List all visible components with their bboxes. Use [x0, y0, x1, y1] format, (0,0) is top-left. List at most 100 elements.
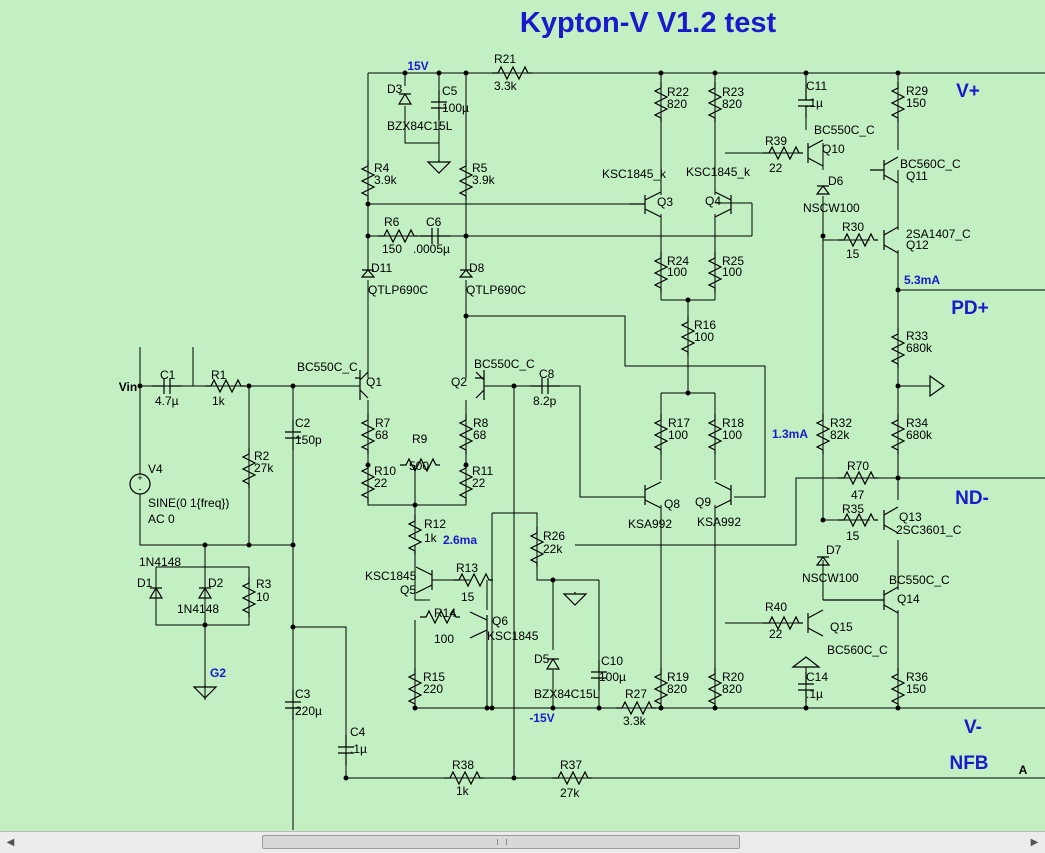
components: + - [129, 66, 946, 785]
component-label: Q11 [906, 169, 928, 183]
component-label: R12 [424, 517, 446, 531]
grip-icon [497, 839, 507, 845]
component-label: Q6 [492, 614, 508, 628]
component-label: BC560C_C [827, 643, 888, 657]
component-label: 2SC3601_C [896, 523, 962, 537]
component-label: KSC1845 [487, 629, 539, 643]
scrollbar-thumb[interactable] [262, 835, 740, 849]
scroll-left-icon[interactable]: ◀ [6, 837, 15, 848]
component-label: R11 [472, 464, 493, 478]
component-label: D8 [469, 261, 485, 275]
component-label: 22k [543, 542, 563, 556]
component-label: Q3 [657, 195, 673, 209]
component-label: 680k [906, 428, 933, 442]
component-label: R16 [694, 318, 716, 332]
component-label: R17 [668, 416, 690, 430]
component-label: QTLP690C [466, 283, 526, 297]
component-label: 150 [382, 242, 402, 256]
component-label: D11 [371, 261, 392, 275]
component-label: R36 [906, 670, 928, 684]
component-label: 220µ [295, 704, 322, 718]
component-label: 1k [456, 784, 470, 798]
component-label: BC550C_C [297, 360, 358, 374]
component-label: R6 [384, 215, 400, 229]
component-label: C11 [806, 79, 827, 93]
component-label: QTLP690C [368, 283, 428, 297]
component-label: 22 [769, 627, 783, 641]
component-label: 15 [846, 247, 860, 261]
component-label: C3 [295, 687, 311, 701]
component-label: 1k [424, 531, 438, 545]
component-label: 3.3k [494, 79, 518, 93]
component-label: BC550C_C [814, 123, 875, 137]
component-label: 100µ [442, 101, 469, 115]
component-label: Q12 [906, 238, 929, 252]
net-label-15v: 15V [407, 59, 428, 73]
component-label: 150 [906, 682, 926, 696]
component-label: R24 [667, 254, 689, 268]
component-label: R4 [374, 161, 390, 175]
net-label-pd: PD+ [951, 298, 989, 319]
component-label: 22 [472, 476, 486, 490]
component-label: D1 [137, 576, 153, 590]
component-label: R27 [625, 687, 647, 701]
component-label: D3 [387, 82, 403, 96]
component-label: R15 [423, 670, 445, 684]
component-label: 8.2p [533, 394, 557, 408]
component-label: R21 [494, 52, 516, 66]
component-label: Q1 [366, 375, 382, 389]
component-label: BC560C_C [900, 157, 961, 171]
component-label: C6 [426, 215, 442, 229]
component-label: 100 [434, 632, 454, 646]
component-label: R18 [722, 416, 744, 430]
component-label: R70 [847, 459, 869, 473]
component-label: 820 [722, 682, 742, 696]
schematic-canvas[interactable]: + - [0, 0, 1045, 832]
component-label: R20 [722, 670, 744, 684]
svg-text:-: - [139, 484, 142, 494]
component-label: 68 [473, 428, 487, 442]
component-label: C8 [539, 367, 555, 381]
component-label: NSCW100 [802, 571, 859, 585]
component-label: Q2 [451, 375, 467, 389]
component-label: 1N4148 [177, 602, 219, 616]
component-label: R32 [830, 416, 852, 430]
component-label: R26 [543, 529, 565, 543]
net-label-g2: G2 [210, 666, 226, 680]
component-label: R9 [412, 432, 428, 446]
component-label: R35 [842, 502, 864, 516]
horizontal-scrollbar[interactable]: ◀ ▶ [0, 831, 1045, 853]
component-label: 27k [560, 786, 580, 800]
component-label: Q14 [897, 592, 920, 606]
component-label: .1µ [350, 742, 367, 756]
component-label: 100 [667, 265, 687, 279]
component-label: R38 [452, 758, 474, 772]
component-label: R40 [765, 600, 787, 614]
scroll-right-icon[interactable]: ▶ [1030, 837, 1039, 848]
component-label: KSC1845_k [686, 165, 751, 179]
component-label: 15 [846, 529, 860, 543]
component-label: .1µ [806, 687, 823, 701]
net-label-v: V+ [956, 81, 980, 102]
component-label: 150p [295, 433, 322, 447]
component-label: C1 [160, 368, 176, 382]
component-label: 100 [694, 330, 714, 344]
component-label: R29 [906, 84, 928, 98]
component-label: C2 [295, 416, 311, 430]
net-label-vin: Vin [119, 380, 137, 394]
net-label-2-6ma: 2.6ma [443, 533, 477, 547]
component-label: BZX84C15L [534, 687, 600, 701]
component-label: C14 [806, 670, 828, 684]
component-label: 15 [461, 590, 475, 604]
component-label: R33 [906, 329, 928, 343]
component-label: R7 [375, 416, 391, 430]
component-label: R14 [434, 606, 456, 620]
component-label: R23 [722, 85, 744, 99]
component-label: R25 [722, 254, 744, 268]
component-label: 2SA1407_C [906, 227, 971, 241]
component-label: 1k [212, 394, 226, 408]
component-label: Q4 [705, 194, 721, 208]
component-label: 500 [409, 459, 429, 473]
